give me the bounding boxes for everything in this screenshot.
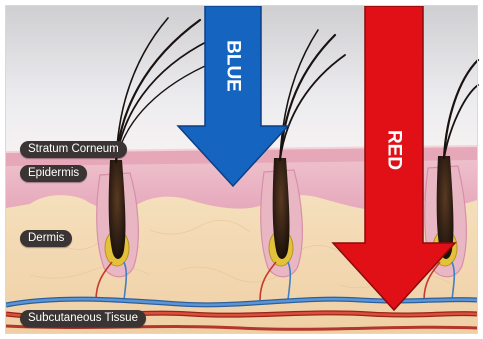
dermis-label: Dermis (20, 230, 72, 247)
epidermis-label: Epidermis (20, 165, 87, 182)
subcutaneous-tissue-label: Subcutaneous Tissue (20, 310, 146, 327)
stratum-corneum-label: Stratum Corneum (20, 141, 127, 158)
red-arrow-label: RED (384, 130, 405, 170)
blue-arrow-label: BLUE (223, 40, 244, 92)
